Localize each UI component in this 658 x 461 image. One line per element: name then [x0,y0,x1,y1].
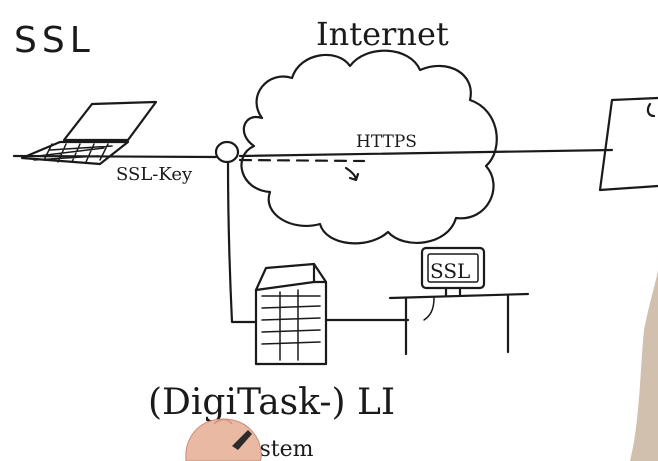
presenter-hand [185,418,262,461]
presenter-hair [630,270,658,461]
monitor-icon [420,246,486,298]
https-label: HTTPS [356,132,417,152]
intercept-dashed-line [238,158,366,163]
internet-label: Internet [316,15,449,53]
ssl-key-label: SSL-Key [116,164,193,185]
connection-line [12,148,614,159]
laptop-icon [20,100,158,166]
li-system-server-icon [254,262,328,366]
li-system-label: (DigiTask-) LI [148,382,395,423]
remote-server [598,96,658,192]
internet-cloud [240,49,498,245]
remote-server-label-stub [646,102,656,118]
ssl-badge: SSL [430,259,470,283]
arrow-head-icon [344,166,360,182]
tap-down-line [226,160,258,324]
tap-point [214,140,240,164]
diagram-title: SSL [14,20,95,61]
desk [388,292,530,356]
